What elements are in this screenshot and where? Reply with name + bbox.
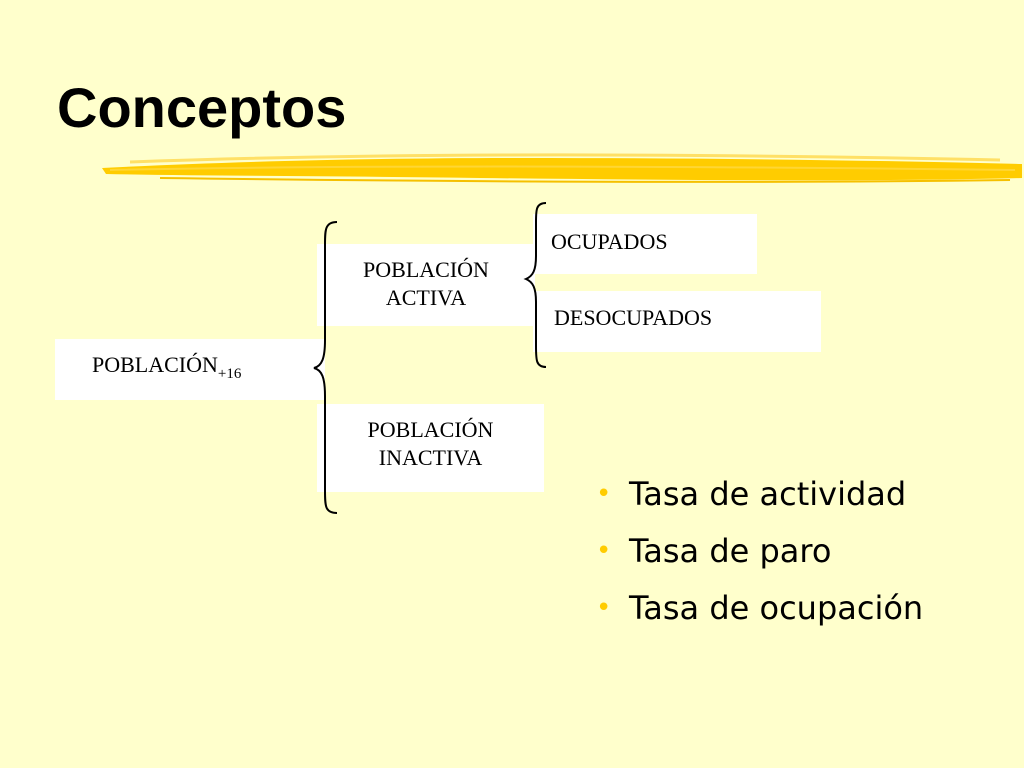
bullet-text: Tasa de actividad — [629, 475, 907, 513]
poblacion-inactiva-box: POBLACIÓN INACTIVA — [317, 404, 544, 492]
poblacion-inactiva-line2: INACTIVA — [378, 444, 483, 470]
bullet-item: • Tasa de paro — [596, 529, 923, 586]
poblacion-activa-line1: POBLACIÓN — [363, 257, 489, 282]
poblacion-activa-box: POBLACIÓN ACTIVA — [317, 244, 535, 326]
desocupados-label: DESOCUPADOS — [554, 305, 713, 330]
bullet-text: Tasa de ocupación — [629, 589, 924, 627]
bullet-item: • Tasa de actividad — [596, 472, 923, 529]
bullet-dot-icon: • — [596, 593, 612, 623]
ocupados-box: OCUPADOS — [533, 214, 757, 274]
bullet-item: • Tasa de ocupación — [596, 586, 923, 643]
poblacion-root-subscript: +16 — [217, 366, 242, 382]
poblacion-activa-line2: ACTIVA — [385, 284, 467, 310]
bullet-dot-icon: • — [596, 479, 612, 509]
poblacion-inactiva-line1: POBLACIÓN — [367, 417, 494, 442]
brush-underline — [102, 153, 1022, 183]
desocupados-box: DESOCUPADOS — [533, 291, 821, 352]
poblacion-root-box: POBLACIÓN+16 — [55, 339, 325, 400]
bullet-dot-icon: • — [596, 536, 612, 566]
ocupados-label: OCUPADOS — [551, 229, 668, 254]
bullet-list: • Tasa de actividad • Tasa de paro • Tasa d… — [596, 472, 923, 643]
poblacion-root-label: POBLACIÓN — [92, 352, 218, 377]
slide-title: Conceptos — [57, 76, 347, 139]
bullet-text: Tasa de paro — [629, 532, 832, 570]
